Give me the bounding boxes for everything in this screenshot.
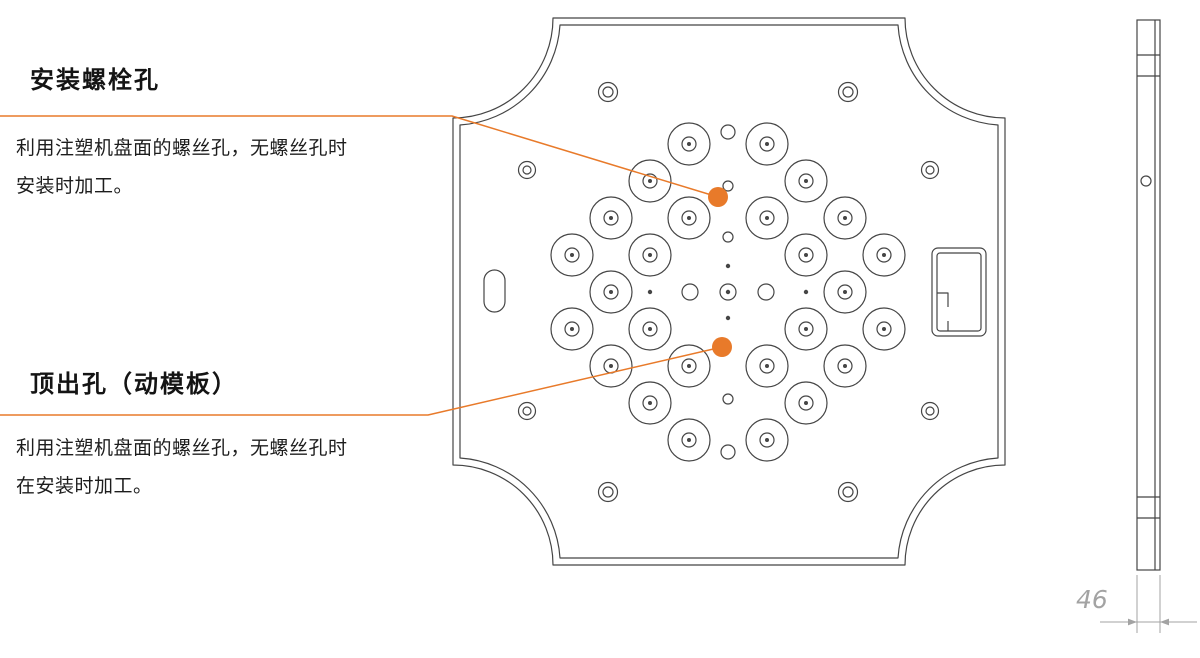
callout-body-line: 利用注塑机盘面的螺丝孔，无螺丝孔时 [16, 438, 348, 459]
hole-center-dot [648, 401, 652, 405]
alignment-hole-inner [522, 406, 532, 416]
alignment-hole-inner [522, 165, 532, 175]
connector-inner [936, 252, 982, 332]
side-connector-feature [931, 247, 987, 337]
hole-center-dot [570, 253, 574, 257]
small-hole [720, 124, 736, 140]
callout-body-line: 在安装时加工。 [16, 476, 153, 497]
small-hole [757, 283, 775, 301]
callout-body-line: 安装时加工。 [16, 176, 134, 197]
hole-center-dot [687, 364, 691, 368]
callout-ejector-hole-title: 顶出孔（动模板） [30, 372, 238, 398]
hole-center-dot [648, 253, 652, 257]
hole-center-dot [687, 142, 691, 146]
callout-body-line: 利用注塑机盘面的螺丝孔，无螺丝孔时 [16, 138, 348, 159]
bolt-hole-inner [842, 86, 854, 98]
hole-center-dot [843, 216, 847, 220]
hole-center-dot [765, 364, 769, 368]
hole-center-dot [765, 142, 769, 146]
hole-center-dot [570, 327, 574, 331]
bolt-hole [597, 481, 619, 503]
bolt-hole-inner [602, 86, 614, 98]
pin-mark [725, 315, 731, 321]
hole-center-dot [804, 253, 808, 257]
pin-mark [647, 289, 653, 295]
hole-center-dot [648, 327, 652, 331]
alignment-hole-inner [925, 165, 935, 175]
leader-ejector-hole [0, 346, 723, 416]
hole-pattern [550, 122, 906, 462]
oval-slot [483, 269, 506, 313]
hole-center-dot [687, 216, 691, 220]
alignment-hole [920, 401, 940, 421]
connector-step [937, 292, 949, 307]
alignment-hole [517, 160, 537, 180]
hole-center-dot [765, 216, 769, 220]
alignment-hole [920, 160, 940, 180]
dimension-arrow-right [1160, 618, 1169, 626]
pin-mark [725, 263, 731, 269]
hole-center-dot [609, 364, 613, 368]
callout-leaders [0, 115, 723, 416]
hole-center-dot [765, 438, 769, 442]
marker-ejector-hole [712, 337, 732, 357]
leader-mounting-bolt-hole [0, 115, 719, 198]
callout-ejector-hole-body: 利用注塑机盘面的螺丝孔，无螺丝孔时 在安装时加工。 [16, 430, 348, 506]
hole-center-dot [882, 253, 886, 257]
plate-side-view [1136, 19, 1161, 571]
dimension-46: 46 [1076, 575, 1197, 633]
hole-center-dot [804, 179, 808, 183]
bolt-hole [837, 481, 859, 503]
small-hole [720, 444, 736, 460]
hole-center-dot [843, 364, 847, 368]
hole-center-dot [687, 438, 691, 442]
small-hole [722, 180, 734, 192]
hole-center-dot [804, 327, 808, 331]
dimension-value: 46 [1076, 585, 1108, 614]
callout-mounting-bolt-hole-title: 安装螺栓孔 [30, 68, 160, 94]
hole-center-dot [648, 179, 652, 183]
connector-outer [931, 247, 987, 337]
callout-markers [708, 187, 732, 357]
hole-center-dot [609, 290, 613, 294]
alignment-hole [517, 401, 537, 421]
side-view-outline [1136, 19, 1161, 571]
small-hole [722, 393, 734, 405]
bolt-hole [837, 81, 859, 103]
hole-center-dot [804, 401, 808, 405]
hole-center-dot [725, 289, 731, 295]
side-view-hole [1140, 175, 1152, 187]
small-hole [722, 231, 734, 243]
hole-center-dot [609, 216, 613, 220]
hole-center-dot [843, 290, 847, 294]
marker-mounting-bolt-hole [708, 187, 728, 207]
corner-bolt-holes [597, 81, 859, 503]
bolt-hole-inner [602, 486, 614, 498]
dimension-arrow-left [1128, 618, 1137, 626]
bolt-hole [597, 81, 619, 103]
alignment-hole-inner [925, 406, 935, 416]
bolt-hole-inner [842, 486, 854, 498]
plate-outline-outer [452, 17, 1006, 566]
pin-mark [803, 289, 809, 295]
side-alignment-holes [517, 160, 940, 421]
hole-center-dot [882, 327, 886, 331]
plate-outline-inner [459, 24, 999, 559]
plate-front-view [452, 17, 1006, 566]
small-hole [681, 283, 699, 301]
callout-mounting-bolt-hole-body: 利用注塑机盘面的螺丝孔，无螺丝孔时 安装时加工。 [16, 130, 348, 206]
